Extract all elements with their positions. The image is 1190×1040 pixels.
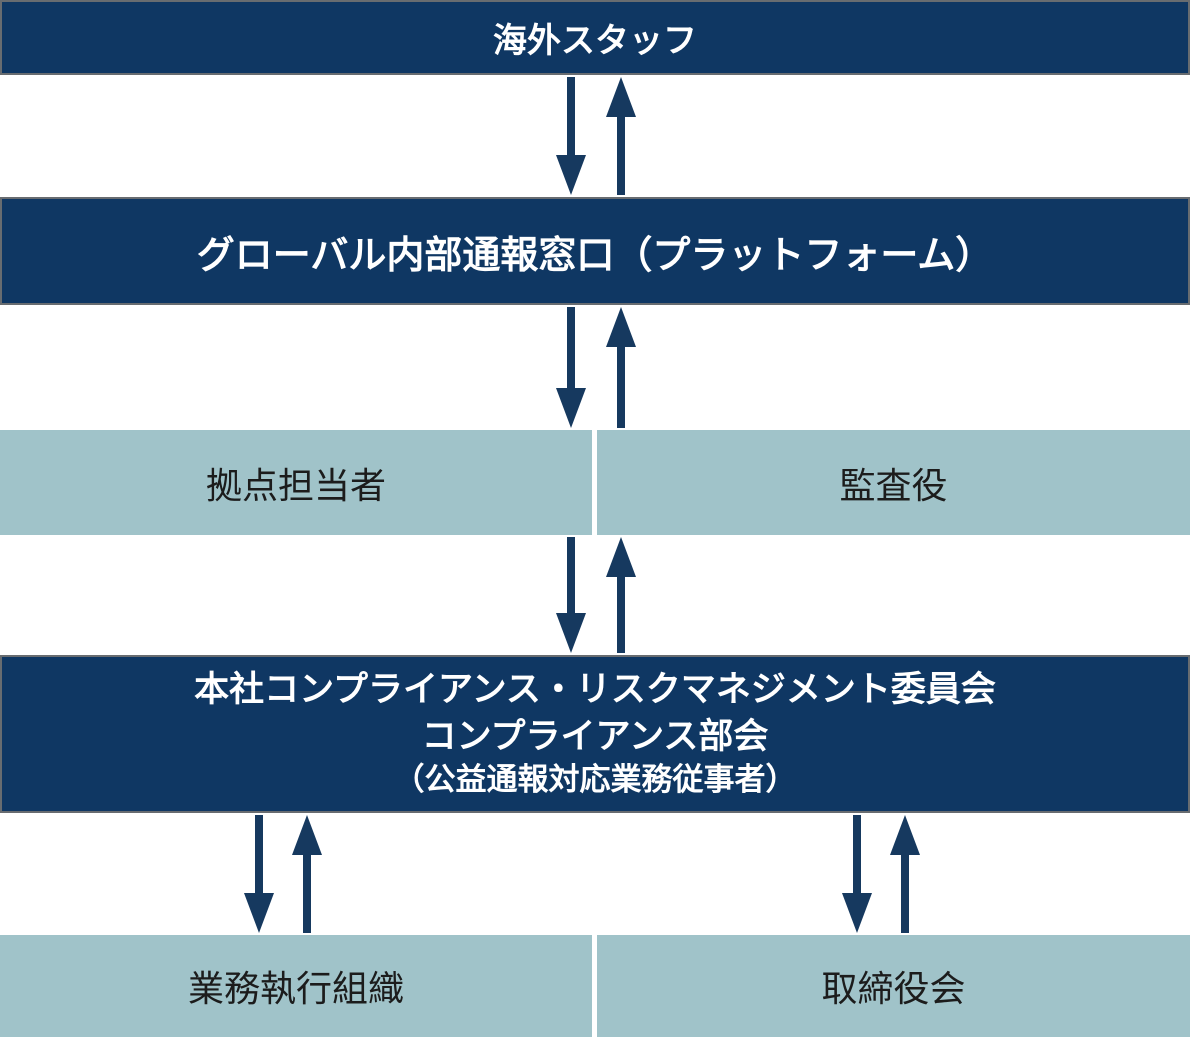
up-arrow-icon <box>890 815 920 933</box>
arrow-shaft <box>901 851 909 933</box>
up-arrow-icon <box>606 77 636 195</box>
node-hq-committee-line3: （公益通報対応業務従事者） <box>393 761 797 797</box>
down-arrow-icon <box>556 307 586 428</box>
node-auditor-label: 監査役 <box>839 464 948 506</box>
down-arrow-icon <box>842 815 872 933</box>
node-auditor: 監査役 <box>597 430 1190 535</box>
node-board-of-directors-label: 取締役会 <box>821 968 966 1009</box>
arrow-head <box>556 155 586 195</box>
arrow-head <box>890 815 920 855</box>
arrow-head <box>606 77 636 117</box>
arrow-shaft <box>567 77 575 159</box>
arrow-shaft <box>853 815 861 897</box>
arrow-shaft <box>303 851 311 933</box>
arrow-head <box>606 307 636 347</box>
node-global-hotline-label: グローバル内部通報窓口（プラットフォーム） <box>196 234 994 277</box>
node-overseas-staff-label: 海外スタッフ <box>493 22 697 60</box>
node-site-manager: 拠点担当者 <box>0 430 592 535</box>
node-executive-organization: 業務執行組織 <box>0 935 592 1037</box>
down-arrow-icon <box>244 815 274 933</box>
up-arrow-icon <box>606 307 636 428</box>
node-executive-organization-label: 業務執行組織 <box>187 968 404 1009</box>
arrow-shaft <box>567 537 575 617</box>
down-arrow-icon <box>556 537 586 653</box>
arrow-head <box>606 537 636 577</box>
arrow-head <box>244 893 274 933</box>
arrow-head <box>556 388 586 428</box>
down-arrow-icon <box>556 77 586 195</box>
node-global-hotline: グローバル内部通報窓口（プラットフォーム） <box>0 197 1190 305</box>
node-hq-compliance-committee: 本社コンプライアンス・リスクマネジメント委員会 コンプライアンス部会 （公益通報… <box>0 655 1190 813</box>
up-arrow-icon <box>606 537 636 653</box>
arrow-shaft <box>617 343 625 428</box>
up-arrow-icon <box>292 815 322 933</box>
arrow-shaft <box>255 815 263 897</box>
arrow-shaft <box>617 113 625 195</box>
node-hq-committee-line1: 本社コンプライアンス・リスクマネジメント委員会 <box>194 670 996 710</box>
arrow-shaft <box>567 307 575 392</box>
arrow-head <box>842 893 872 933</box>
node-overseas-staff: 海外スタッフ <box>0 0 1190 75</box>
node-board-of-directors: 取締役会 <box>597 935 1190 1037</box>
node-hq-committee-line2: コンプライアンス部会 <box>421 716 769 756</box>
arrow-head <box>556 613 586 653</box>
node-site-manager-label: 拠点担当者 <box>205 464 386 506</box>
arrow-head <box>292 815 322 855</box>
arrow-shaft <box>617 573 625 653</box>
